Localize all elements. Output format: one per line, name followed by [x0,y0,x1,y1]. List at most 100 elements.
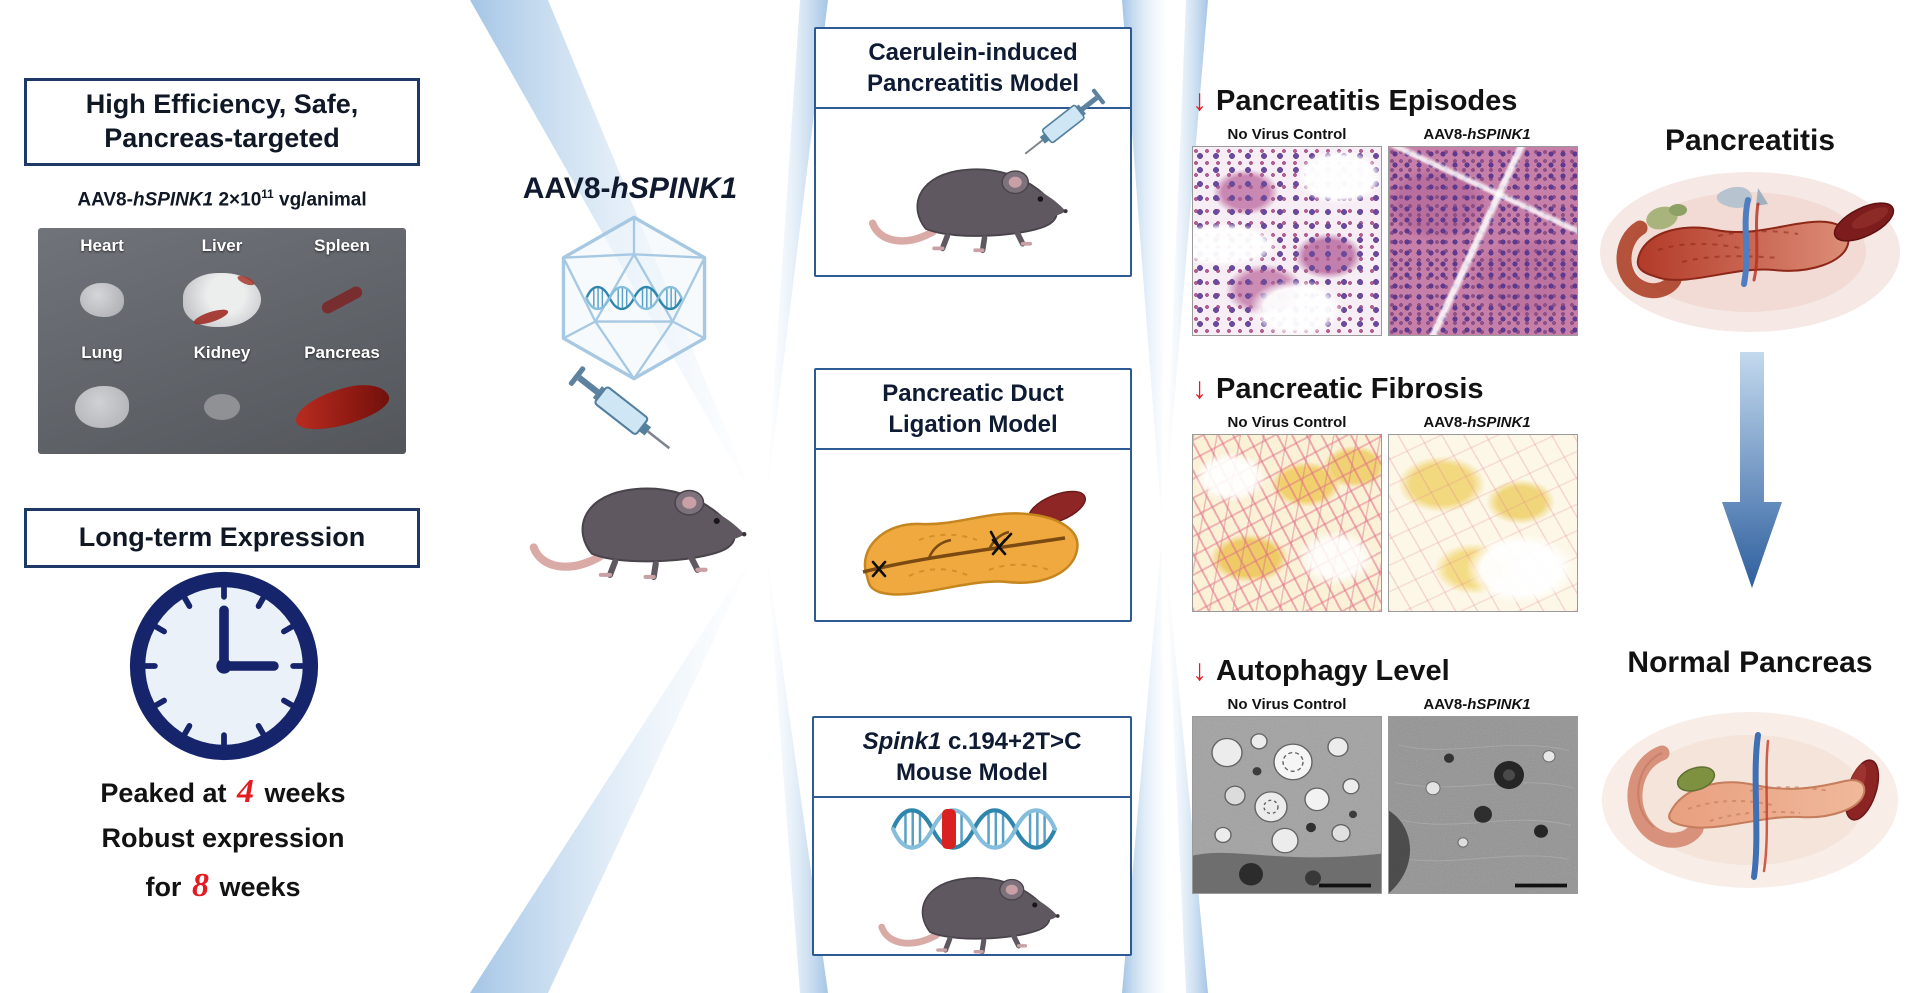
dose-exponent: 11 [261,188,274,201]
vector-title-gene: hSPINK1 [610,172,738,205]
organ-label: Heart [80,236,124,255]
model-spink1-art [814,798,1130,954]
robust-post: weeks [211,871,301,902]
robust-text: Robust expression for 8 weeks [0,818,446,913]
treated-label-prefix: AAV8- [1423,696,1468,713]
disease-title: Pancreatitis [1664,124,1836,157]
model-spink1-gene: Spink1 [862,728,942,755]
robust-pre: for [145,871,189,902]
normal-pancreas-icon [1602,712,1898,888]
histology-he-treated-image [1388,146,1578,336]
expression-title: Long-term Expression [78,522,366,552]
organ-cell-lung: Lung [42,343,162,450]
model-ligation-title: Pancreatic Duct Ligation Model [816,370,1130,451]
expression-box: Long-term Expression [24,508,420,568]
result-section-episodes: ↓ Pancreatitis Episodes No Virus Control… [1192,84,1582,336]
treated-label-gene: hSPINK1 [1467,696,1531,713]
model-ligation-art [816,450,1130,620]
efficiency-title-line2: Pancreas-targeted [104,122,340,153]
vector-title: AAV8-hSPINK1 [468,172,792,206]
aav-capsid-icon [550,214,718,382]
result-title: Pancreatitis Episodes [1216,85,1518,117]
injected-mouse-icon [528,460,753,582]
result-header: ↓ Pancreatitis Episodes [1192,84,1582,118]
decrease-arrow-icon: ↓ [1192,372,1207,405]
result-title: Pancreatic Fibrosis [1216,373,1484,405]
heart-organ [80,283,124,318]
pancreas-organ [291,378,393,437]
robust-line1: Robust expression [101,823,345,853]
robust-line2: for 8 weeks [0,860,446,913]
treated-label-gene: hSPINK1 [1467,414,1531,431]
result-labels: No Virus Control AAV8-hSPINK1 [1192,414,1582,431]
result-header: ↓ Autophagy Level [1192,654,1582,688]
kidney-organ [204,394,240,421]
model-ligation-line1: Pancreatic Duct [882,380,1064,407]
dose-vector: AAV8- [77,189,133,211]
organ-cell-pancreas: Pancreas [282,343,402,450]
efficiency-title-line1: High Efficiency, Safe, [85,89,359,119]
lung-organ [75,386,129,429]
model-spink1-box: Spink1 c.194+2T>C Mouse Model [812,716,1132,956]
em-control-image [1192,716,1382,894]
ligated-pancreas-icon [862,491,1086,597]
model-caerulein-line2: Pancreatitis Model [866,70,1080,98]
treated-label: AAV8-hSPINK1 [1382,126,1572,143]
fibrosis-stain-treated-image [1388,434,1578,612]
result-image-row [1192,716,1582,894]
organ-cell-heart: Heart [42,236,162,343]
spleen-organ [319,284,365,316]
organ-label: Lung [81,343,123,362]
down-arrow-icon [1722,352,1782,588]
organ-cell-kidney: Kidney [162,343,282,450]
decrease-arrow-icon: ↓ [1192,84,1207,117]
treated-label: AAV8-hSPINK1 [1382,696,1572,713]
result-labels: No Virus Control AAV8-hSPINK1 [1192,696,1582,713]
organ-cell-liver: Liver [162,236,282,343]
mouse-icon [876,854,1066,956]
model-spink1-variant: c.194+2T>C [941,728,1082,755]
result-section-autophagy: ↓ Autophagy Level No Virus Control AAV8-… [1192,654,1582,894]
em-treated-image [1388,716,1578,894]
result-section-fibrosis: ↓ Pancreatic Fibrosis No Virus Control A… [1192,372,1582,612]
dose-unit: vg/animal [273,189,367,211]
decrease-arrow-icon: ↓ [1192,654,1207,687]
organ-label: Spleen [314,236,370,255]
organ-label: Kidney [193,343,251,362]
liver-organ [183,273,261,328]
treated-label-prefix: AAV8- [1423,414,1468,431]
peaked-pre: Peaked at [100,778,234,808]
no-virus-label: No Virus Control [1227,696,1347,713]
model-caerulein-line1: Caerulein-induced [868,39,1078,66]
treated-label: AAV8-hSPINK1 [1382,414,1572,431]
result-title: Autophagy Level [1216,655,1450,687]
healthy-title: Normal Pancreas [1627,646,1873,679]
peaked-text: Peaked at 4 weeks [0,766,446,819]
peaked-post: weeks [257,778,346,808]
result-labels: No Virus Control AAV8-hSPINK1 [1192,126,1582,143]
result-image-row [1192,146,1582,336]
model-caerulein-title: Caerulein-induced Pancreatitis Model [816,29,1130,110]
organ-label: Liver [201,236,243,255]
result-header: ↓ Pancreatic Fibrosis [1192,372,1582,406]
no-virus-label: No Virus Control [1227,414,1347,431]
result-image-row [1192,434,1582,612]
treated-label-gene: hSPINK1 [1467,126,1531,143]
mutant-dna-icon [869,802,1079,856]
model-spink1-line2: Mouse Model [895,759,1048,787]
organ-label: Pancreas [304,343,380,362]
vector-title-prefix: AAV8- [522,172,611,205]
model-spink1-title: Spink1 c.194+2T>C Mouse Model [814,718,1130,799]
treated-label-prefix: AAV8- [1423,126,1468,143]
robust-number: 8 [191,866,209,904]
model-duct-ligation-box: Pancreatic Duct Ligation Model [814,368,1132,622]
fibrosis-stain-control-image [1192,434,1382,612]
peaked-number: 4 [237,773,254,810]
organ-cell-spleen: Spleen [282,236,402,343]
dose-gene: hSPINK1 [132,189,214,211]
histology-he-control-image [1192,146,1382,336]
dose-text: AAV8-hSPINK1 2×1011 vg/animal [24,188,420,211]
no-virus-label: No Virus Control [1227,126,1347,143]
inflamed-pancreas-icon [1600,172,1900,332]
